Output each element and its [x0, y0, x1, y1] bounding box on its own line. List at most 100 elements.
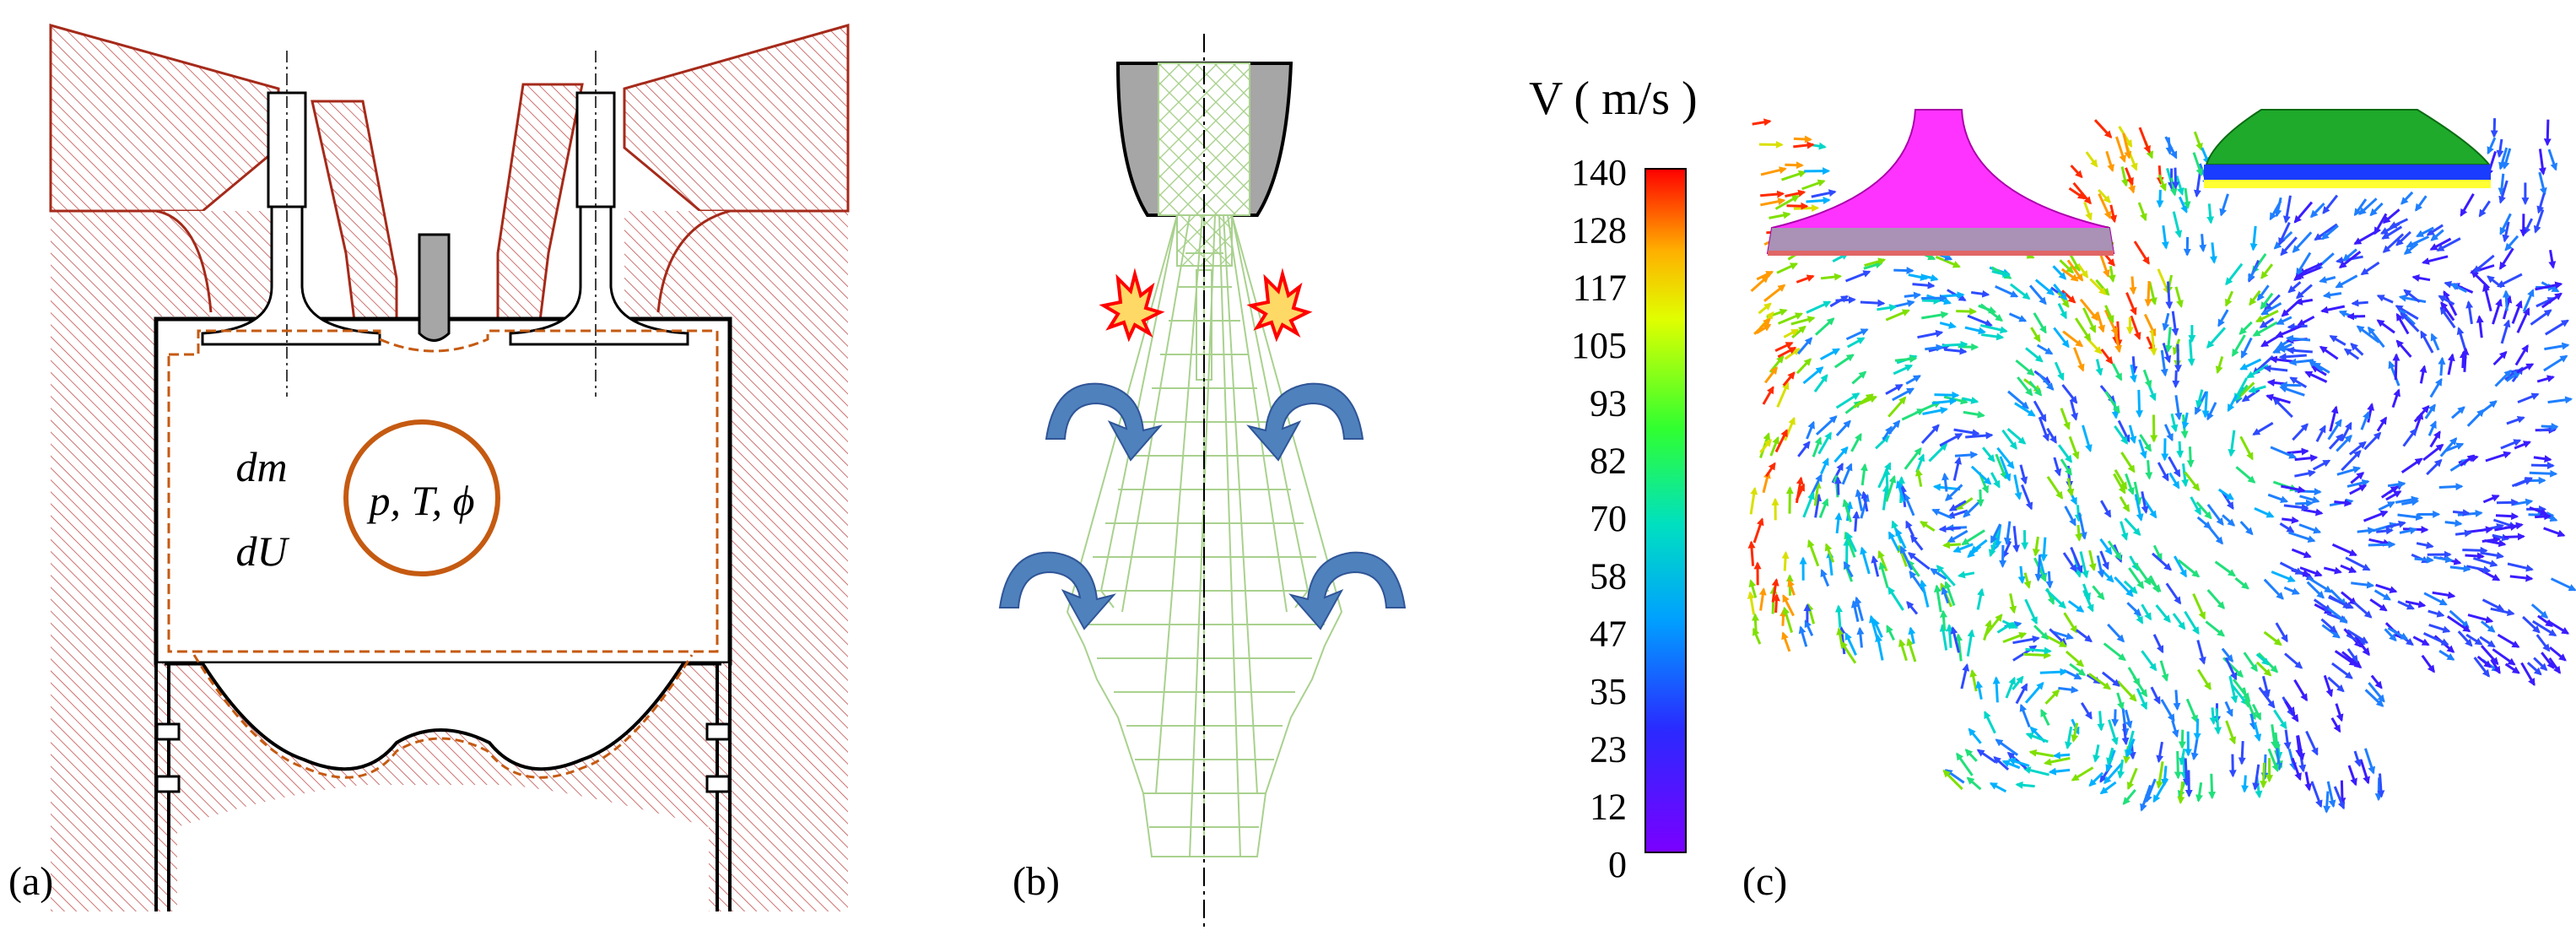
head-bottom-right	[624, 211, 730, 316]
velocity-arrow	[1995, 285, 2019, 298]
velocity-arrow	[1839, 641, 1857, 664]
panel-a: p, T, ϕ dm dU (a)	[8, 24, 850, 911]
velocity-arrow	[2133, 481, 2142, 506]
velocity-arrow	[2549, 646, 2567, 662]
velocity-arrow	[2265, 393, 2291, 404]
velocity-arrow	[2120, 521, 2129, 541]
velocity-arrow	[2426, 224, 2444, 236]
velocity-arrow	[1956, 307, 1978, 316]
velocity-arrow	[2155, 604, 2171, 624]
velocity-arrow	[2070, 546, 2083, 574]
velocity-arrow	[2007, 390, 2029, 409]
velocity-arrow	[2164, 136, 2178, 160]
velocity-arrow	[2502, 289, 2510, 311]
velocity-arrow	[1908, 273, 1929, 281]
velocity-arrow	[2069, 662, 2087, 677]
velocity-arrow	[2293, 268, 2309, 281]
velocity-arrow	[2155, 761, 2164, 789]
velocity-arrow	[2108, 719, 2119, 746]
velocity-arrow	[1942, 541, 1961, 549]
velocity-arrow	[2142, 369, 2152, 388]
state-label: p, T, ϕ	[367, 477, 475, 524]
velocity-arrow	[2498, 147, 2508, 170]
velocity-arrow	[2120, 452, 2136, 473]
velocity-arrow	[2376, 527, 2394, 535]
velocity-arrow	[1782, 594, 1795, 617]
velocity-arrow	[1956, 752, 1974, 776]
velocity-arrow	[2451, 406, 2465, 419]
velocity-arrow	[1842, 499, 1852, 522]
velocity-arrow	[1815, 415, 1838, 435]
velocity-arrow	[2263, 630, 2282, 646]
colorbar-tick-label: 0	[1608, 844, 1627, 885]
velocity-arrow	[2500, 319, 2511, 344]
velocity-arrow	[2326, 781, 2336, 809]
velocity-arrow	[1751, 613, 1759, 632]
velocity-arrow	[1758, 302, 1772, 315]
velocity-arrow	[2070, 165, 2083, 179]
velocity-arrow	[2054, 361, 2065, 381]
velocity-arrow	[2082, 425, 2093, 453]
velocity-arrow	[2449, 565, 2471, 573]
velocity-arrow	[1940, 609, 1947, 631]
velocity-arrow	[2439, 306, 2456, 329]
velocity-arrow	[2462, 546, 2488, 554]
velocity-arrow	[2249, 713, 2257, 731]
velocity-arrow	[2487, 137, 2497, 155]
velocity-arrow	[2165, 281, 2174, 310]
velocity-arrow	[2289, 376, 2308, 388]
velocity-arrow	[2478, 200, 2491, 218]
velocity-arrow	[1996, 446, 2015, 469]
velocity-arrow	[2255, 661, 2272, 677]
velocity-arrow	[2421, 255, 2449, 265]
velocity-arrow	[2028, 284, 2047, 306]
velocity-arrow	[2260, 762, 2268, 789]
velocity-arrow	[1845, 532, 1857, 553]
velocity-arrow	[2093, 119, 2113, 139]
velocity-arrow	[1769, 211, 1791, 219]
velocity-arrow	[1921, 273, 1939, 282]
velocity-arrow	[2331, 662, 2353, 679]
velocity-arrow	[2263, 578, 2284, 600]
velocity-arrow	[2543, 527, 2566, 538]
velocity-arrow	[2364, 689, 2384, 707]
velocity-arrow	[2346, 479, 2370, 488]
velocity-arrow	[2114, 469, 2128, 490]
velocity-arrow	[1904, 446, 1922, 470]
velocity-arrow	[1922, 406, 1948, 415]
piston	[154, 654, 732, 911]
velocity-arrow	[1930, 567, 1947, 581]
velocity-arrow	[2541, 652, 2555, 670]
velocity-arrow	[2181, 412, 2190, 430]
velocity-arrow	[2085, 151, 2098, 168]
velocity-arrow	[1904, 493, 1915, 516]
velocity-arrow	[1850, 432, 1862, 452]
velocity-arrow	[2516, 363, 2535, 374]
velocity-arrow	[2538, 171, 2547, 196]
velocity-arrow	[2190, 738, 2199, 761]
velocity-arrow	[2060, 458, 2072, 476]
velocity-arrow	[2071, 722, 2079, 743]
velocity-arrow	[2039, 537, 2048, 562]
velocity-arrow	[1752, 627, 1762, 645]
velocity-arrow	[1869, 614, 1880, 642]
velocity-arrow	[2252, 321, 2278, 337]
velocity-arrow	[2139, 434, 2152, 452]
velocity-arrow	[2181, 463, 2190, 488]
velocity-arrow	[2314, 252, 2335, 270]
velocity-arrow	[2399, 527, 2418, 535]
velocity-arrow	[2224, 700, 2233, 717]
panel-b: (b)	[998, 34, 1407, 928]
velocity-arrow	[2438, 483, 2464, 491]
velocity-arrow	[2012, 635, 2040, 645]
velocity-arrow	[2108, 265, 2116, 283]
velocity-arrow	[1820, 457, 1829, 475]
velocity-arrow	[2023, 572, 2032, 589]
velocity-arrow	[2511, 300, 2523, 324]
velocity-arrow	[2253, 722, 2262, 742]
velocity-arrow	[2128, 425, 2137, 445]
velocity-arrow	[2162, 312, 2170, 332]
colorbar-tick-label: 70	[1590, 498, 1627, 539]
velocity-arrow	[2506, 415, 2525, 425]
velocity-arrow	[2100, 348, 2114, 365]
